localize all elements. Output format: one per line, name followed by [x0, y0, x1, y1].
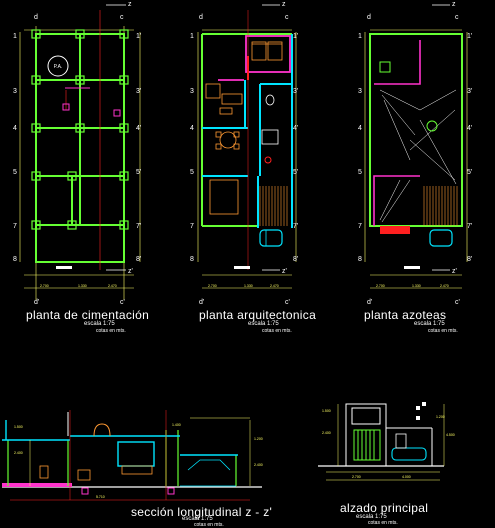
svg-text:1.330: 1.330 — [78, 284, 87, 288]
svg-text:2.400: 2.400 — [14, 451, 23, 455]
svg-text:d': d' — [199, 299, 204, 306]
svg-text:3': 3' — [293, 88, 298, 95]
seccion-longitudinal: 1.500 2.400 1.400 1.200 2.400 5.710 — [2, 410, 263, 501]
svg-text:z: z — [128, 1, 132, 8]
svg-text:5': 5' — [293, 169, 298, 176]
svg-text:7': 7' — [467, 223, 472, 230]
svg-text:3: 3 — [358, 88, 362, 95]
svg-text:7: 7 — [358, 223, 362, 230]
scale-planta-cimentacion: escala 1:75 — [84, 321, 115, 327]
svg-text:4: 4 — [358, 125, 362, 132]
svg-text:5.710: 5.710 — [96, 495, 105, 499]
units-seccion-longitudinal: cotas en mts. — [194, 522, 224, 528]
units-planta-azoteas: cotas en mts. — [428, 328, 458, 334]
svg-text:4': 4' — [293, 125, 298, 132]
svg-text:1.200: 1.200 — [254, 437, 263, 441]
svg-text:8': 8' — [467, 256, 472, 263]
svg-text:2.470: 2.470 — [270, 284, 279, 288]
svg-text:8': 8' — [293, 256, 298, 263]
units-planta-arquitectonica: cotas en mts. — [262, 328, 292, 334]
svg-text:c': c' — [120, 299, 125, 306]
svg-text:d: d — [199, 14, 203, 21]
svg-text:1.330: 1.330 — [412, 284, 421, 288]
svg-text:1: 1 — [358, 33, 362, 40]
svg-text:4.500: 4.500 — [446, 433, 455, 437]
svg-text:3': 3' — [136, 88, 141, 95]
svg-text:7': 7' — [293, 223, 298, 230]
svg-text:1': 1' — [136, 33, 141, 40]
svg-text:5: 5 — [358, 169, 362, 176]
svg-text:3: 3 — [13, 88, 17, 95]
svg-text:1.500: 1.500 — [322, 409, 331, 413]
svg-text:4': 4' — [136, 125, 141, 132]
title-planta-cimentacion: planta de cimentación — [26, 308, 150, 322]
title-planta-arquitectonica: planta arquitectonica — [199, 308, 317, 322]
svg-text:d: d — [367, 14, 371, 21]
svg-text:z': z' — [128, 268, 133, 275]
svg-text:5: 5 — [190, 169, 194, 176]
svg-text:2.700: 2.700 — [208, 284, 217, 288]
svg-text:z: z — [452, 1, 456, 8]
plan-cimentacion: P.A. 1 3 4 5 7 8 1' 3' 4' 5' 7' 8' d c d' c' z z' 2… — [13, 1, 141, 306]
plan-arquitectonica: 1 3 4 5 7 8 1' 3' 4' 5' 7' 8' d c d' c' z z' 2.700 1… — [190, 1, 298, 306]
scale-seccion-longitudinal: escala 1:75 — [182, 516, 213, 522]
svg-text:1': 1' — [467, 33, 472, 40]
svg-text:2.700: 2.700 — [40, 284, 49, 288]
svg-text:2.470: 2.470 — [440, 284, 449, 288]
svg-text:d': d' — [34, 299, 39, 306]
svg-text:c': c' — [285, 299, 290, 306]
plan-azoteas: 1 3 4 5 7 8 1' 3' 4' 5' 7' 8' d c d' c' z z' 2.700 1… — [358, 1, 472, 306]
units-planta-cimentacion: cotas en mts. — [96, 328, 126, 334]
svg-text:4.000: 4.000 — [402, 475, 411, 479]
svg-text:2.400: 2.400 — [322, 431, 331, 435]
scale-planta-azoteas: escala 1:75 — [414, 321, 445, 327]
title-alzado-principal: alzado principal — [340, 501, 429, 515]
svg-text:5': 5' — [136, 169, 141, 176]
svg-text:8: 8 — [358, 256, 362, 263]
svg-text:2.470: 2.470 — [108, 284, 117, 288]
svg-text:P.A.: P.A. — [54, 64, 63, 70]
svg-text:2.700: 2.700 — [376, 284, 385, 288]
svg-text:d': d' — [367, 299, 372, 306]
scale-planta-arquitectonica: escala 1:75 — [248, 321, 279, 327]
svg-text:1.500: 1.500 — [14, 425, 23, 429]
svg-text:5': 5' — [467, 169, 472, 176]
svg-text:7': 7' — [136, 223, 141, 230]
svg-text:c: c — [120, 14, 124, 21]
svg-text:3: 3 — [190, 88, 194, 95]
scale-alzado-principal: escala 1:75 — [356, 514, 387, 520]
svg-text:c': c' — [455, 299, 460, 306]
title-seccion-longitudinal: sección longitudinal z - z' — [131, 505, 273, 519]
svg-text:2.400: 2.400 — [254, 463, 263, 467]
svg-text:4': 4' — [467, 125, 472, 132]
svg-text:7: 7 — [190, 223, 194, 230]
svg-text:3': 3' — [467, 88, 472, 95]
svg-text:c: c — [285, 14, 289, 21]
svg-text:7: 7 — [13, 223, 17, 230]
svg-text:4: 4 — [13, 125, 17, 132]
svg-text:1.200: 1.200 — [436, 415, 445, 419]
svg-text:8: 8 — [190, 256, 194, 263]
svg-text:5: 5 — [13, 169, 17, 176]
svg-text:2.700: 2.700 — [352, 475, 361, 479]
svg-text:z: z — [282, 1, 286, 8]
svg-text:1: 1 — [190, 33, 194, 40]
units-alzado-principal: cotas en mts. — [368, 520, 398, 526]
svg-text:8: 8 — [13, 256, 17, 263]
svg-text:z': z' — [452, 268, 457, 275]
alzado-principal: 1.500 2.400 1.200 4.500 2.700 4.000 — [318, 402, 455, 481]
svg-text:4: 4 — [190, 125, 194, 132]
svg-text:1': 1' — [293, 33, 298, 40]
title-planta-azoteas: planta azoteas — [364, 308, 447, 322]
svg-text:d: d — [34, 14, 38, 21]
svg-text:1.400: 1.400 — [172, 423, 181, 427]
svg-text:1: 1 — [13, 33, 17, 40]
svg-text:c: c — [455, 14, 459, 21]
svg-text:z': z' — [282, 268, 287, 275]
svg-text:1.330: 1.330 — [244, 284, 253, 288]
svg-text:8': 8' — [136, 256, 141, 263]
